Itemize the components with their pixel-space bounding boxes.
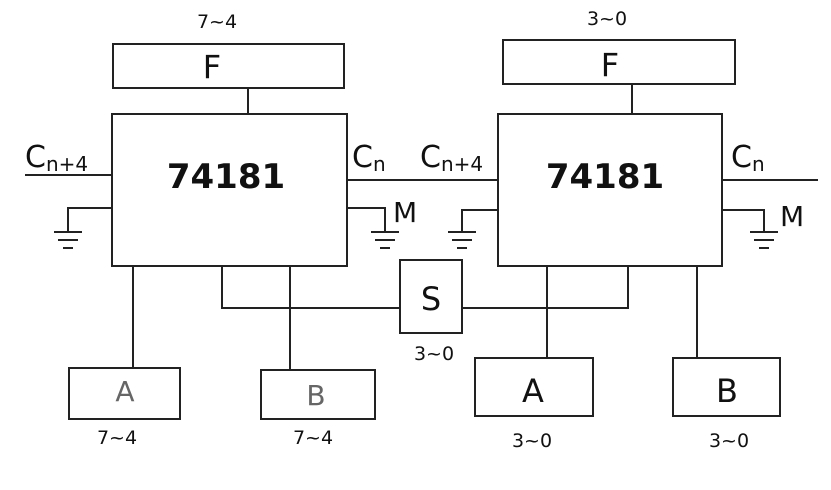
right-f-range: 3~0 [587,8,627,30]
s-label: S [421,280,441,318]
left-f-label: F [203,48,221,86]
left-chip-label: 74181 [167,157,285,197]
left-a-range: 7~4 [97,427,137,449]
left-m-label: M [393,196,417,229]
right-cn4-label: Cn+4 [420,140,483,176]
left-b-register [260,369,376,420]
left-b-label: B [306,379,325,412]
right-b-label: B [716,372,738,410]
left-a-register [68,367,181,420]
right-a-register [474,357,594,417]
right-f-label: F [601,46,619,84]
left-a-label: A [115,375,134,408]
right-m-label: M [780,200,804,233]
right-f-register [502,39,736,85]
right-b-register [672,357,781,417]
s-range: 3~0 [414,343,454,365]
right-b-range: 3~0 [709,430,749,452]
left-f-range: 7~4 [197,11,237,33]
left-cn-label: Cn [352,140,386,176]
s-register [399,259,463,334]
right-alu-slice: 3~0 F 74181 Cn+4 Cn M A 3~0 B 3~0 [420,8,804,452]
left-alu-slice: 7~4 F 74181 Cn+4 Cn M A 7~4 B 7~4 [25,11,417,449]
left-f-register [112,43,345,89]
left-b-range: 7~4 [293,427,333,449]
left-cn4-label: Cn+4 [25,140,88,176]
right-chip-label: 74181 [546,157,664,197]
right-cn-label: Cn [731,140,765,176]
left-74181-chip [111,113,348,267]
s-function-select: S 3~0 [399,259,463,365]
right-a-range: 3~0 [512,430,552,452]
wires [25,84,818,370]
right-a-label: A [522,372,544,410]
right-74181-chip [497,113,723,267]
